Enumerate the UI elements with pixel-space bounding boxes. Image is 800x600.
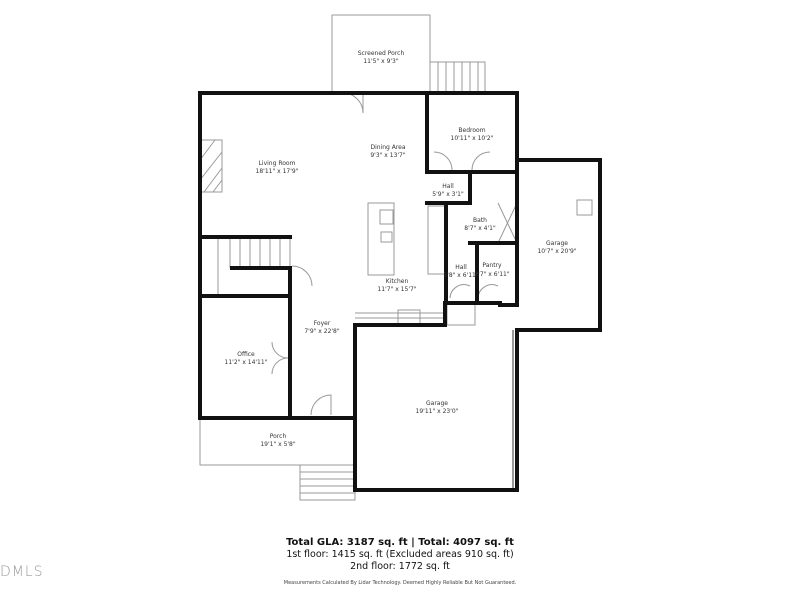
- dining-dims: 9'3" x 13'7": [370, 152, 406, 159]
- hall1-dims: 5'9" x 3'1": [432, 191, 464, 198]
- bedroom-dims: 10'11" x 10'2": [451, 135, 494, 142]
- kitchen-dims: 11'7" x 15'7": [377, 286, 416, 293]
- bath-dims: 8'7" x 4'1": [464, 225, 496, 232]
- hall1-name: Hall: [442, 183, 454, 190]
- garage-large-dims: 19'11" x 23'0": [416, 408, 459, 415]
- kitchen-name: Kitchen: [386, 278, 409, 285]
- door-swing: [342, 92, 364, 114]
- bedroom-name: Bedroom: [458, 127, 485, 134]
- garage-small-dims: 10'7" x 20'9": [537, 248, 576, 255]
- thin-lines: [199, 14, 593, 501]
- mls-watermark: DMLS: [0, 564, 44, 580]
- screened-porch-dims: 11'5" x 9'3": [363, 58, 399, 65]
- porch-name: Porch: [270, 433, 287, 440]
- garage-small-name: Garage: [546, 240, 568, 247]
- living-name: Living Room: [259, 160, 296, 167]
- total-area: Total GLA: 3187 sq. ft | Total: 4097 sq.…: [286, 537, 514, 548]
- hall2-name: Hall: [455, 264, 467, 271]
- walls: [198, 91, 602, 492]
- office-dims: 11'2" x 14'11": [225, 359, 268, 366]
- garage-large-name: Garage: [426, 400, 448, 407]
- living-dims: 18'11" x 17'9": [256, 168, 299, 175]
- kitchen-island: [367, 202, 395, 276]
- hall2-dims: 5'8" x 6'11": [443, 272, 479, 279]
- front-steps: [299, 464, 356, 501]
- first-floor-area: 1st floor: 1415 sq. ft (Excluded areas 9…: [286, 549, 514, 560]
- foyer-name: Foyer: [314, 320, 331, 327]
- foyer-dims: 7'9" x 22'8": [304, 328, 340, 335]
- screened-porch-name: Screened Porch: [358, 50, 405, 57]
- room-labels: Screened Porch 11'5" x 9'3" Bedroom 10'1…: [225, 50, 577, 448]
- pantry-name: Pantry: [482, 262, 502, 269]
- dining-name: Dining Area: [370, 144, 405, 151]
- second-floor-area: 2nd floor: 1772 sq. ft: [350, 561, 450, 572]
- office-name: Office: [237, 351, 255, 358]
- disclaimer: Measurements Calculated By Lidar Technol…: [283, 580, 517, 586]
- bath-name: Bath: [473, 217, 487, 224]
- pantry-dims: 2'7" x 6'11": [474, 271, 510, 278]
- porch-dims: 19'1" x 5'8": [260, 441, 296, 448]
